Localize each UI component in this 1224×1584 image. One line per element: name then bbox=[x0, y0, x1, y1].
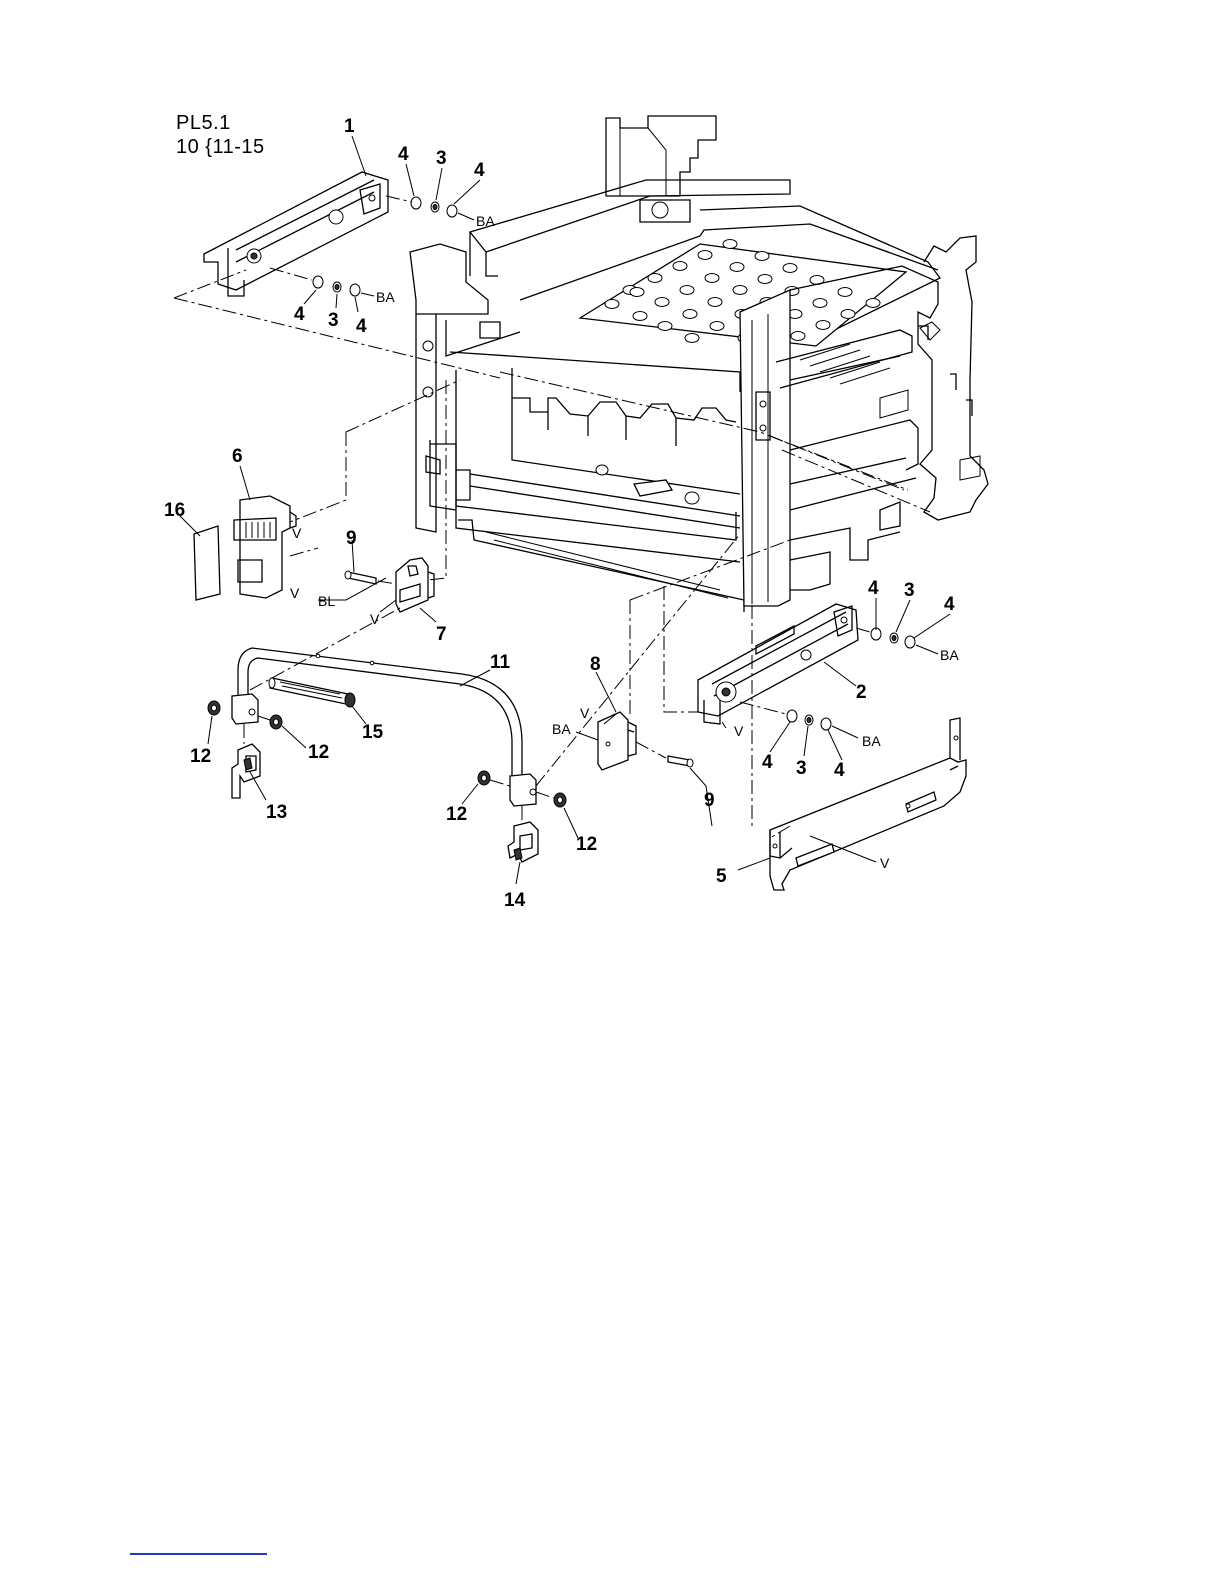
tag-v-4: V bbox=[580, 705, 590, 721]
part-7-bracket bbox=[396, 558, 434, 612]
callout-4g: 4 bbox=[762, 752, 773, 773]
main-frame-assembly bbox=[410, 116, 988, 612]
tag-ba-5: BA bbox=[552, 721, 571, 737]
part-6-hinge-block bbox=[234, 496, 296, 598]
part-8-bracket bbox=[598, 712, 636, 770]
callout-15: 15 bbox=[362, 722, 384, 743]
tag-v-5: V bbox=[734, 723, 744, 739]
callout-8: 8 bbox=[590, 654, 601, 675]
tag-v-2: V bbox=[290, 585, 300, 601]
callout-3a: 3 bbox=[436, 148, 447, 169]
callout-12c: 12 bbox=[446, 804, 467, 825]
tag-ba-3: BA bbox=[940, 647, 959, 663]
callout-11: 11 bbox=[490, 652, 511, 673]
tag-ba-1: BA bbox=[476, 213, 495, 229]
callout-4d: 4 bbox=[356, 316, 367, 337]
callout-4f: 4 bbox=[944, 594, 955, 615]
callout-12d: 12 bbox=[576, 834, 597, 855]
callout-12b: 12 bbox=[308, 742, 329, 763]
callout-3d: 3 bbox=[796, 758, 807, 779]
callout-4e: 4 bbox=[868, 578, 879, 599]
callout-6: 6 bbox=[232, 446, 243, 467]
callout-3b: 3 bbox=[328, 310, 339, 331]
callout-9b: 9 bbox=[704, 790, 715, 811]
part-1-rear-rail bbox=[204, 172, 388, 296]
part-2-front-rail bbox=[698, 604, 858, 724]
callout-14: 14 bbox=[504, 890, 526, 911]
callout-4a: 4 bbox=[398, 144, 409, 165]
callout-16: 16 bbox=[164, 500, 185, 521]
callout-9a: 9 bbox=[346, 528, 357, 549]
tag-v-3: V bbox=[370, 611, 380, 627]
tag-ba-4: BA bbox=[862, 733, 881, 749]
part-13-latch bbox=[232, 724, 260, 798]
callout-7: 7 bbox=[436, 624, 447, 645]
tag-v-6: V bbox=[880, 855, 890, 871]
callout-4b: 4 bbox=[474, 160, 485, 181]
callout-13: 13 bbox=[266, 802, 287, 823]
tag-ba-2: BA bbox=[376, 289, 395, 305]
tag-bl-1: BL bbox=[318, 593, 335, 609]
part-15-roller bbox=[269, 678, 355, 707]
tag-v-1: V bbox=[292, 525, 302, 541]
callout-4h: 4 bbox=[834, 760, 845, 781]
callout-1: 1 bbox=[344, 116, 355, 137]
callout-5: 5 bbox=[716, 866, 727, 887]
footer-link-rule bbox=[130, 1553, 267, 1555]
part-16-label bbox=[194, 526, 220, 600]
part-14-latch bbox=[508, 806, 538, 862]
callout-2: 2 bbox=[856, 682, 867, 703]
callout-3c: 3 bbox=[904, 580, 915, 601]
callout-4c: 4 bbox=[294, 304, 305, 325]
callout-12a: 12 bbox=[190, 746, 211, 767]
